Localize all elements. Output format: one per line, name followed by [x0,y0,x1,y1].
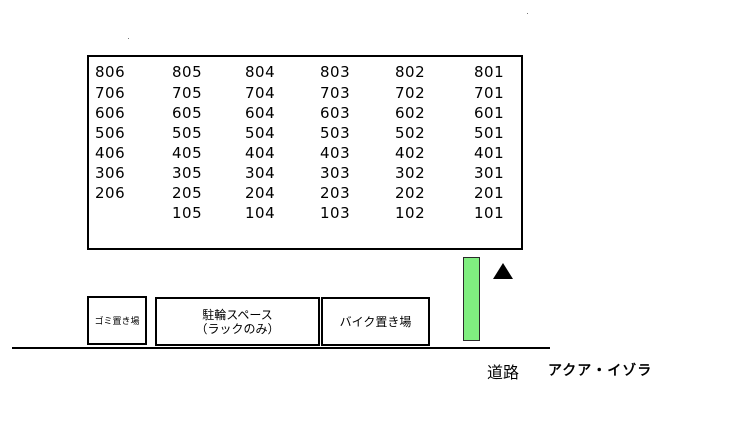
unit-number: 801 [474,63,505,81]
unit-number: 101 [474,204,505,222]
unit-number: 103 [320,204,351,222]
unit-number: 306 [95,164,126,182]
unit-number: 805 [172,63,203,81]
unit-number: 303 [320,164,351,182]
unit-number: 105 [172,204,203,222]
unit-number: 205 [172,184,203,202]
stray-dot [128,38,129,39]
unit-number: 404 [245,144,276,162]
unit-number: 802 [395,63,426,81]
unit-number: 702 [395,84,426,102]
unit-number: 204 [245,184,276,202]
unit-number: 104 [245,204,276,222]
unit-number: 501 [474,124,505,142]
unit-number: 203 [320,184,351,202]
unit-number: 505 [172,124,203,142]
bicycle-parking-label: 駐輪スペース [202,307,273,322]
unit-number: 305 [172,164,203,182]
bicycle-parking-note: （ラックのみ） [195,321,280,336]
unit-number: 201 [474,184,505,202]
unit-number: 301 [474,164,505,182]
unit-number: 401 [474,144,505,162]
stray-dot [527,13,528,14]
unit-number: 704 [245,84,276,102]
unit-number: 806 [95,63,126,81]
unit-number: 606 [95,104,126,122]
unit-number: 405 [172,144,203,162]
unit-number: 706 [95,84,126,102]
unit-number: 603 [320,104,351,122]
unit-number: 304 [245,164,276,182]
trash-area: ゴミ置き場 [87,296,147,345]
unit-number: 602 [395,104,426,122]
unit-number: 502 [395,124,426,142]
bicycle-parking-area: 駐輪スペース （ラックのみ） [155,297,320,346]
entrance-path [463,257,480,341]
motorbike-parking-label: バイク置き場 [339,315,412,329]
unit-number: 102 [395,204,426,222]
unit-number: 804 [245,63,276,81]
unit-number: 703 [320,84,351,102]
road-line [12,347,550,349]
unit-number: 302 [395,164,426,182]
unit-number: 504 [245,124,276,142]
unit-number: 406 [95,144,126,162]
unit-number: 402 [395,144,426,162]
unit-number: 601 [474,104,505,122]
unit-number: 403 [320,144,351,162]
motorbike-parking-area: バイク置き場 [321,297,430,346]
trash-area-label: ゴミ置き場 [94,317,140,327]
unit-number: 506 [95,124,126,142]
unit-number: 202 [395,184,426,202]
unit-number: 605 [172,104,203,122]
unit-number: 803 [320,63,351,81]
unit-number: 705 [172,84,203,102]
building-outline: 806 706 606 506 406 306 206 805 705 605 505 405 305 2… [87,55,523,250]
unit-number: 604 [245,104,276,122]
unit-number: 503 [320,124,351,142]
triangle-up-icon [493,263,513,279]
road-label: 道路 [487,363,520,382]
unit-number: 701 [474,84,505,102]
unit-number: 206 [95,184,126,202]
building-name: アクア・イゾラ [548,363,653,379]
